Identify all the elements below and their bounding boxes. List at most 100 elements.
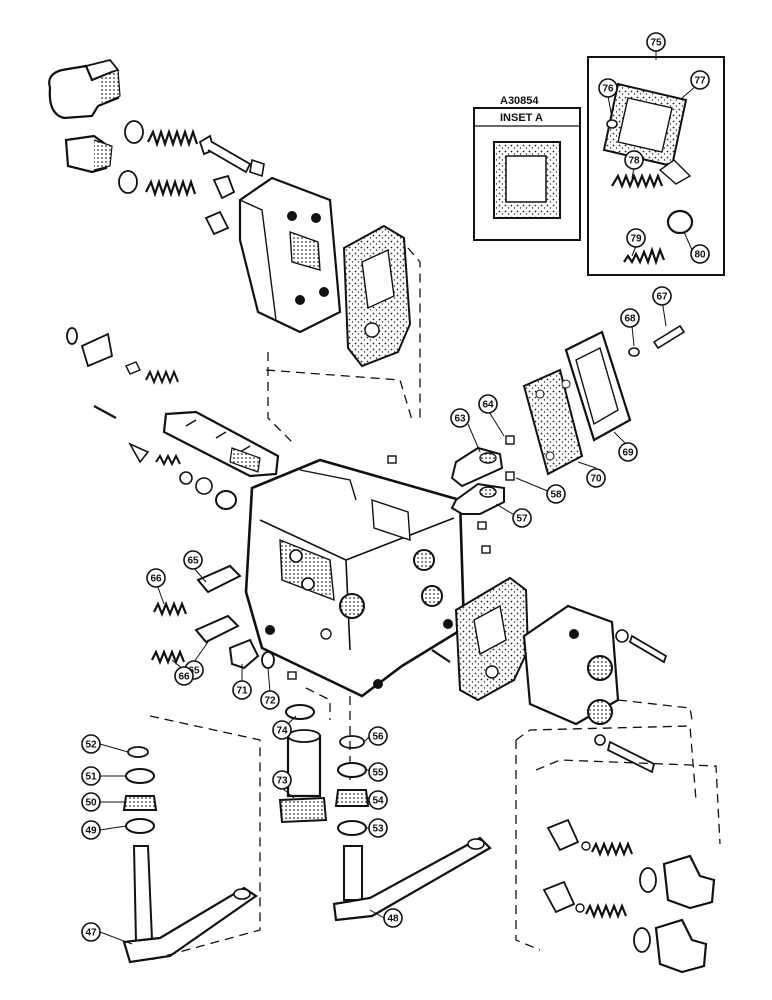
callout-48: 48 xyxy=(383,908,403,928)
shaft-48 xyxy=(332,836,492,922)
callout-75: 75 xyxy=(646,32,666,52)
callout-circle xyxy=(146,568,166,588)
callout-label: 74 xyxy=(276,726,288,737)
inset-a-frame xyxy=(473,107,581,241)
callout-56: 56 xyxy=(368,726,388,746)
spool-pin xyxy=(93,405,117,419)
seal-49 xyxy=(125,818,155,834)
callout-circle xyxy=(450,408,470,428)
callout-circle xyxy=(272,720,292,740)
callout-label: 73 xyxy=(276,776,288,787)
washer-76 xyxy=(606,119,618,129)
bolt-lower xyxy=(606,740,656,774)
callout-78: 78 xyxy=(624,150,644,170)
callout-circle xyxy=(620,308,640,328)
callout-circle xyxy=(512,508,532,528)
callout-76: 76 xyxy=(598,78,618,98)
plunger-65-upper xyxy=(196,564,242,594)
callout-circle xyxy=(624,150,644,170)
callout-47: 47 xyxy=(81,922,101,942)
washer-51 xyxy=(125,768,155,784)
inset-title: INSET A xyxy=(500,112,543,124)
elbow-fitting xyxy=(48,58,121,120)
callouts: 4748495051525354555657586364656566666768… xyxy=(81,32,710,942)
callout-49: 49 xyxy=(81,820,101,840)
callout-65a: 65 xyxy=(183,550,203,570)
snap-ring-56 xyxy=(339,735,365,749)
callout-53: 53 xyxy=(368,818,388,838)
callout-label: 63 xyxy=(454,414,466,425)
end-cover-upper xyxy=(238,176,342,334)
callout-50: 50 xyxy=(81,792,101,812)
seal-53 xyxy=(337,820,367,836)
callout-71: 71 xyxy=(232,680,252,700)
callout-circle xyxy=(598,78,618,98)
straight-connector xyxy=(64,134,113,174)
spool-valve xyxy=(162,410,280,478)
callout-label: 66 xyxy=(150,574,162,585)
callout-51: 51 xyxy=(81,766,101,786)
fitting-lower-right xyxy=(654,918,708,974)
callout-54: 54 xyxy=(368,790,388,810)
callout-66a: 66 xyxy=(146,568,166,588)
callout-label: 47 xyxy=(85,928,97,939)
callout-label: 53 xyxy=(372,824,384,835)
callout-77: 77 xyxy=(690,70,710,90)
callout-64: 64 xyxy=(478,394,498,414)
callout-circle xyxy=(383,908,403,928)
end-cover-lower xyxy=(522,604,620,726)
callout-circle xyxy=(368,818,388,838)
spool-spring xyxy=(145,369,179,385)
oring-lower-left xyxy=(118,170,138,194)
spring-lower-left xyxy=(145,178,197,198)
spool-cap xyxy=(80,332,114,368)
poppet-upper xyxy=(212,174,236,200)
callout-label: 79 xyxy=(630,234,642,245)
spring-79 xyxy=(623,246,666,266)
callout-label: 56 xyxy=(372,732,384,743)
spool-oring-2 xyxy=(215,490,237,510)
callout-label: 77 xyxy=(694,76,706,87)
callout-label: 71 xyxy=(236,686,248,697)
pin-64 xyxy=(505,435,515,445)
inset-gasket xyxy=(493,141,561,219)
callout-circle xyxy=(232,680,252,700)
callout-label: 49 xyxy=(85,826,97,837)
callout-circle xyxy=(183,550,203,570)
callout-label: 80 xyxy=(694,250,706,261)
callout-circle xyxy=(81,820,101,840)
lever-57 xyxy=(450,482,505,515)
callout-66b: 66 xyxy=(174,666,194,686)
callout-circle xyxy=(546,484,566,504)
fitting-upper-right xyxy=(662,854,716,910)
callout-label: 55 xyxy=(372,768,384,779)
callout-circle xyxy=(174,666,194,686)
valve-body xyxy=(244,458,466,698)
callout-80: 80 xyxy=(690,244,710,264)
callout-label: 69 xyxy=(622,448,634,459)
callout-label: 52 xyxy=(85,740,97,751)
callout-label: 57 xyxy=(516,514,528,525)
shaft-47 xyxy=(122,845,258,964)
callout-circle xyxy=(626,228,646,248)
callout-circle xyxy=(618,442,638,462)
nut-50 xyxy=(122,795,158,811)
callout-55: 55 xyxy=(368,762,388,782)
callout-circle xyxy=(368,762,388,782)
callout-circle xyxy=(368,726,388,746)
cover-69 xyxy=(564,330,632,442)
callout-label: 75 xyxy=(650,38,662,49)
callout-label: 67 xyxy=(656,292,668,303)
callout-72: 72 xyxy=(260,690,280,710)
nut-54 xyxy=(334,789,370,807)
callout-69: 69 xyxy=(618,442,638,462)
bolt-lower-upper xyxy=(628,634,668,664)
callout-63: 63 xyxy=(450,408,470,428)
callout-label: 65 xyxy=(188,666,200,677)
callout-67: 67 xyxy=(652,286,672,306)
inset-code: A30854 xyxy=(500,95,539,107)
callout-circle xyxy=(81,792,101,812)
gasket-lower xyxy=(454,576,530,702)
